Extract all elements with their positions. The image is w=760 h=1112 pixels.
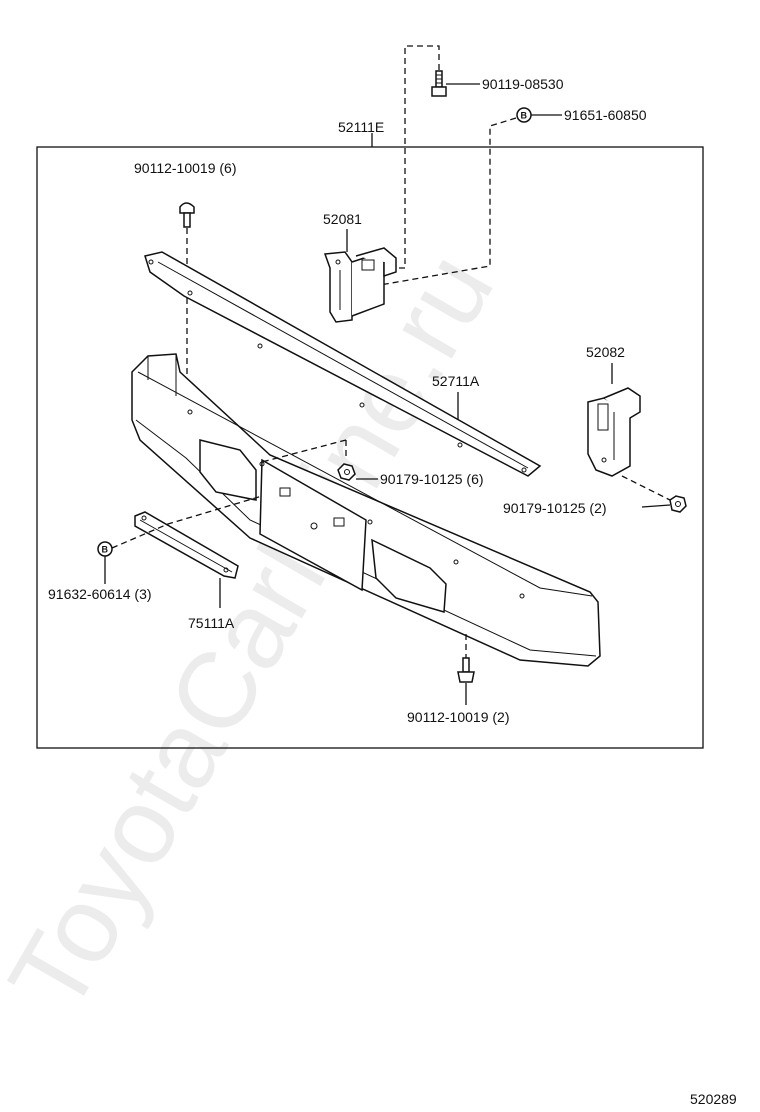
nut-center-icon [337,463,356,481]
label-52111e: 52111E [338,119,384,135]
label-91632: 91632-60614 (3) [48,586,152,602]
bracket-52081-icon [323,247,397,323]
label-52081: 52081 [323,211,362,227]
assembly-frame [36,146,704,749]
label-52082: 52082 [586,344,625,360]
clip-marker-91632-icon: B [97,541,113,557]
watermark-text: ToyotaCarMine.ru [0,233,516,1032]
label-90119: 90119-08530 [482,76,564,92]
leader-90179-right [641,504,671,508]
dashed-bolt-path [395,45,440,269]
svg-text:B: B [102,545,109,555]
nut-right-icon [669,495,687,513]
dashed-bracket-right [621,475,671,501]
diagram-id: 520289 [690,1091,737,1107]
dashed-nut-center [261,439,347,463]
label-75111a: 75111A [188,615,235,631]
label-90179-center: 90179-10125 (6) [380,471,484,487]
bumper-body [131,353,601,667]
label-52711a: 52711A [432,373,480,389]
label-90112-left: 90112-10019 (6) [134,160,236,176]
label-90179-right: 90179-10125 (2) [503,500,607,516]
rivet-bottom-icon [457,657,475,683]
lower-plate-75111a [134,511,239,579]
label-91651: 91651-60850 [564,107,647,123]
clip-marker-91651-icon: B [516,107,532,123]
dashed-plate-path [111,495,263,549]
dashed-clip-path [379,117,517,286]
upper-cover-52711a [144,251,542,477]
bracket-52082-icon [587,387,641,477]
svg-text:B: B [521,111,528,121]
bolt-90119-icon [431,70,447,97]
rivet-left-icon [179,202,195,228]
label-90112-bottom: 90112-10019 (2) [407,709,509,725]
